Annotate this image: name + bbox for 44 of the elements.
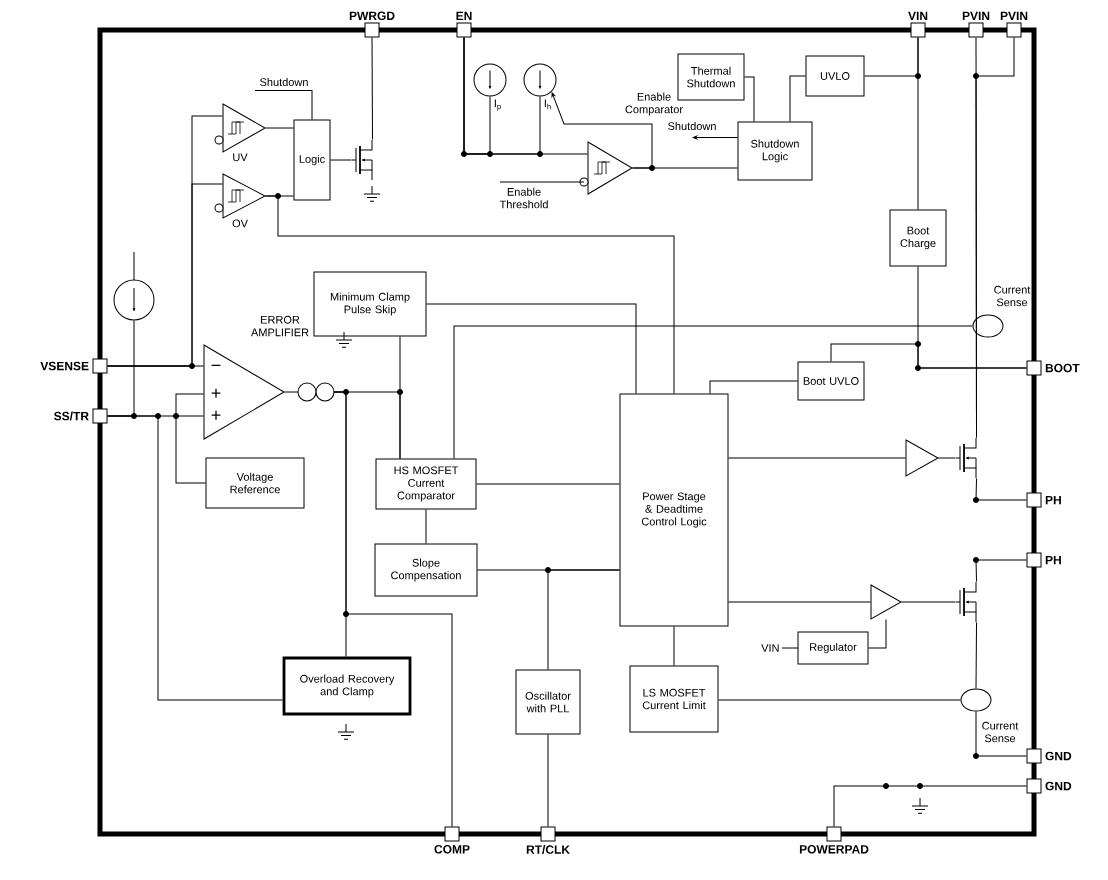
wire [107,183,223,367]
mosfet-symbol [351,139,373,181]
wire [975,559,1027,582]
driver-symbol [870,584,902,620]
wire [333,391,453,827]
wire [426,303,637,394]
wire [975,478,1027,501]
wire [975,711,1027,757]
wire [744,76,755,122]
wire [728,601,871,603]
wire [709,380,798,394]
wire [476,483,620,485]
wire [718,699,961,701]
transconductance-symbol [297,382,335,402]
wire [265,195,675,394]
wire [175,393,206,484]
mosfet-symbol [955,581,977,623]
current-source-symbol [113,251,155,321]
wire [284,391,299,393]
wire [399,336,401,459]
wire [830,343,1027,369]
wire [371,37,373,140]
wire [547,734,549,827]
wire [901,601,956,603]
wire [938,457,956,459]
mosfet-symbol [955,437,977,479]
wire [673,626,675,666]
wire [265,127,294,129]
wire [107,415,284,701]
driver-symbol [905,439,939,477]
wire [254,90,313,120]
wire [789,75,806,122]
wire [728,457,906,459]
wire [833,785,1027,827]
wire [463,37,541,155]
arrow [692,135,738,140]
wire [917,37,919,210]
wire [547,569,620,670]
wire [975,622,977,689]
wire [453,325,973,459]
wire [975,37,1015,438]
wire [330,159,352,161]
wire [425,509,427,544]
wire [868,619,887,649]
